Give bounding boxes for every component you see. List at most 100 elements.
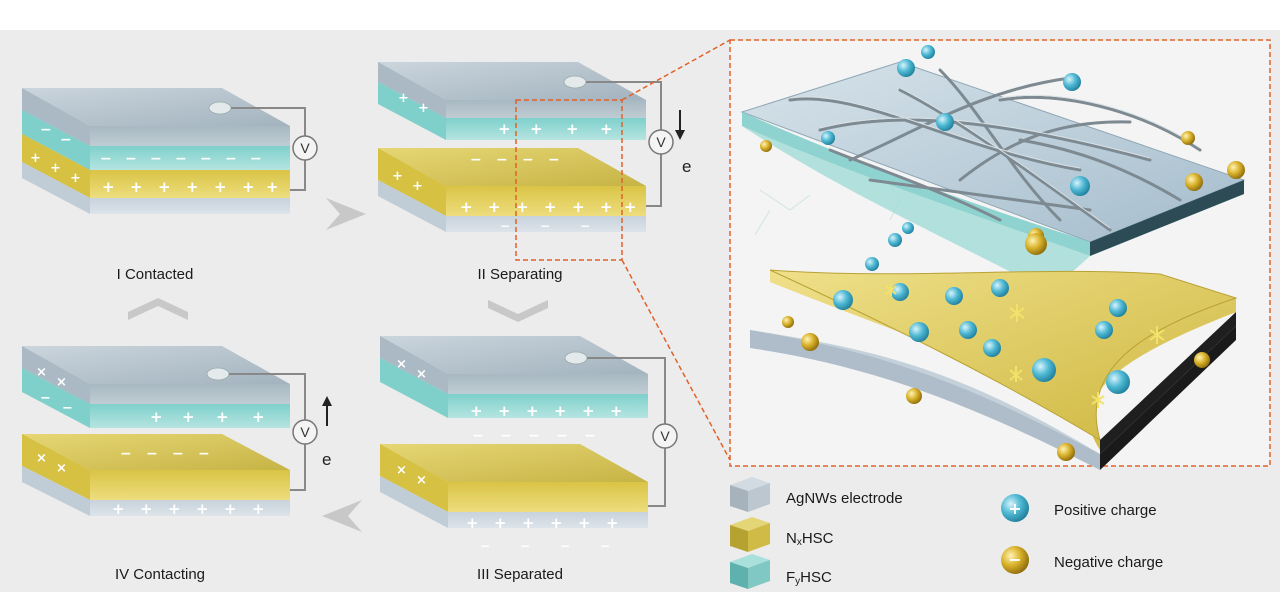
- arrow-up-chevron-icon: [128, 298, 188, 320]
- svg-text:+: +: [582, 402, 595, 420]
- svg-text:×: ×: [396, 463, 407, 478]
- svg-text:V: V: [656, 134, 666, 150]
- svg-text:+: +: [266, 178, 279, 196]
- stage-contacted-device: V − − − − − − − − − + + + + + + + + + +: [22, 88, 317, 214]
- svg-text:×: ×: [56, 375, 67, 390]
- svg-text:+: +: [566, 120, 579, 138]
- stage-separating-device: V e + + + + + + − − − − + + + + + + + + …: [378, 62, 691, 260]
- arrow-down-chevron-icon: [488, 300, 548, 322]
- svg-text:+: +: [70, 171, 81, 186]
- svg-text:−: −: [540, 219, 550, 233]
- svg-text:−: −: [584, 428, 596, 444]
- teng-diagram: V − − − − − − − − − + + + + + + + + + + …: [0, 30, 1280, 592]
- svg-text:+: +: [50, 161, 61, 176]
- svg-text:−: −: [150, 151, 162, 167]
- svg-text:−: −: [560, 539, 570, 553]
- svg-text:−: −: [225, 151, 237, 167]
- diagram-canvas: V − − − − − − − − − + + + + + + + + + + …: [0, 30, 1280, 592]
- stage-label-contacting: IV Contacting: [115, 566, 205, 583]
- svg-text:×: ×: [56, 461, 67, 476]
- svg-text:−: −: [496, 152, 508, 168]
- svg-text:+: +: [606, 514, 619, 532]
- svg-text:+: +: [466, 514, 479, 532]
- svg-text:+: +: [1008, 499, 1021, 518]
- stage-separated-device: V × × + + + + + + − − − − − × × + + + + …: [380, 336, 677, 553]
- svg-text:+: +: [494, 514, 507, 532]
- nxhsc-cube-icon: [730, 517, 770, 552]
- svg-text:×: ×: [396, 357, 407, 372]
- svg-text:−: −: [100, 151, 112, 167]
- svg-text:V: V: [660, 428, 670, 444]
- legend-fyhsc: FyHSC: [786, 569, 832, 587]
- svg-text:−: −: [520, 539, 530, 553]
- svg-text:−: −: [600, 539, 610, 553]
- svg-text:+: +: [214, 178, 227, 196]
- svg-text:−: −: [146, 446, 158, 462]
- positive-charge-legend-icon: +: [1001, 494, 1029, 522]
- svg-text:−: −: [198, 446, 210, 462]
- svg-text:−: −: [125, 151, 137, 167]
- svg-text:+: +: [158, 178, 171, 196]
- svg-text:+: +: [516, 198, 529, 216]
- svg-text:+: +: [498, 120, 511, 138]
- svg-text:+: +: [498, 402, 511, 420]
- svg-text:−: −: [472, 428, 484, 444]
- legend-nxhsc: NxHSC: [786, 530, 834, 548]
- svg-text:−: −: [548, 152, 560, 168]
- stage-contacting-device: V e × × − − + + + + − − − − × × + + + + …: [22, 346, 332, 518]
- svg-text:+: +: [392, 169, 403, 184]
- svg-text:+: +: [610, 402, 623, 420]
- svg-text:−: −: [40, 122, 52, 138]
- svg-text:−: −: [1008, 550, 1021, 569]
- svg-text:+: +: [112, 500, 125, 518]
- svg-text:+: +: [398, 91, 409, 106]
- svg-text:+: +: [242, 178, 255, 196]
- svg-text:+: +: [550, 514, 563, 532]
- svg-text:+: +: [252, 500, 265, 518]
- svg-text:×: ×: [416, 473, 427, 488]
- svg-text:−: −: [522, 152, 534, 168]
- svg-text:+: +: [600, 198, 613, 216]
- svg-text:+: +: [168, 500, 181, 518]
- svg-text:−: −: [528, 428, 540, 444]
- svg-text:×: ×: [416, 367, 427, 382]
- svg-text:+: +: [572, 198, 585, 216]
- svg-text:−: −: [580, 219, 590, 233]
- agnws-electrode-cube-icon: [730, 477, 770, 512]
- svg-text:e: e: [682, 157, 691, 176]
- svg-text:+: +: [522, 514, 535, 532]
- svg-text:e: e: [322, 450, 331, 469]
- svg-text:−: −: [250, 151, 262, 167]
- arrow-left-icon: [322, 500, 362, 532]
- svg-text:+: +: [624, 198, 637, 216]
- negative-charge-legend-icon: −: [1001, 546, 1029, 574]
- svg-text:+: +: [488, 198, 501, 216]
- stage-label-separated: III Separated: [477, 566, 563, 583]
- svg-text:+: +: [252, 408, 265, 426]
- svg-text:−: −: [40, 391, 51, 406]
- fyhsc-cube-icon: [730, 554, 770, 589]
- svg-text:+: +: [182, 408, 195, 426]
- svg-text:+: +: [140, 500, 153, 518]
- svg-text:+: +: [544, 198, 557, 216]
- svg-text:V: V: [300, 140, 310, 156]
- svg-text:V: V: [300, 424, 310, 440]
- svg-text:−: −: [200, 151, 212, 167]
- svg-text:−: −: [500, 428, 512, 444]
- legend: AgNWs electrode NxHSC FyHSC + Positive c…: [730, 477, 1163, 589]
- svg-text:+: +: [196, 500, 209, 518]
- svg-text:+: +: [224, 500, 237, 518]
- svg-text:−: −: [62, 401, 73, 416]
- svg-text:−: −: [556, 428, 568, 444]
- svg-text:+: +: [470, 402, 483, 420]
- arrow-right-icon: [326, 198, 366, 230]
- svg-text:+: +: [460, 198, 473, 216]
- svg-text:−: −: [500, 219, 510, 233]
- svg-text:+: +: [554, 402, 567, 420]
- zoom-panel: [730, 40, 1270, 470]
- svg-text:+: +: [216, 408, 229, 426]
- svg-text:−: −: [175, 151, 187, 167]
- svg-text:×: ×: [36, 365, 47, 380]
- svg-text:+: +: [102, 178, 115, 196]
- svg-text:+: +: [526, 402, 539, 420]
